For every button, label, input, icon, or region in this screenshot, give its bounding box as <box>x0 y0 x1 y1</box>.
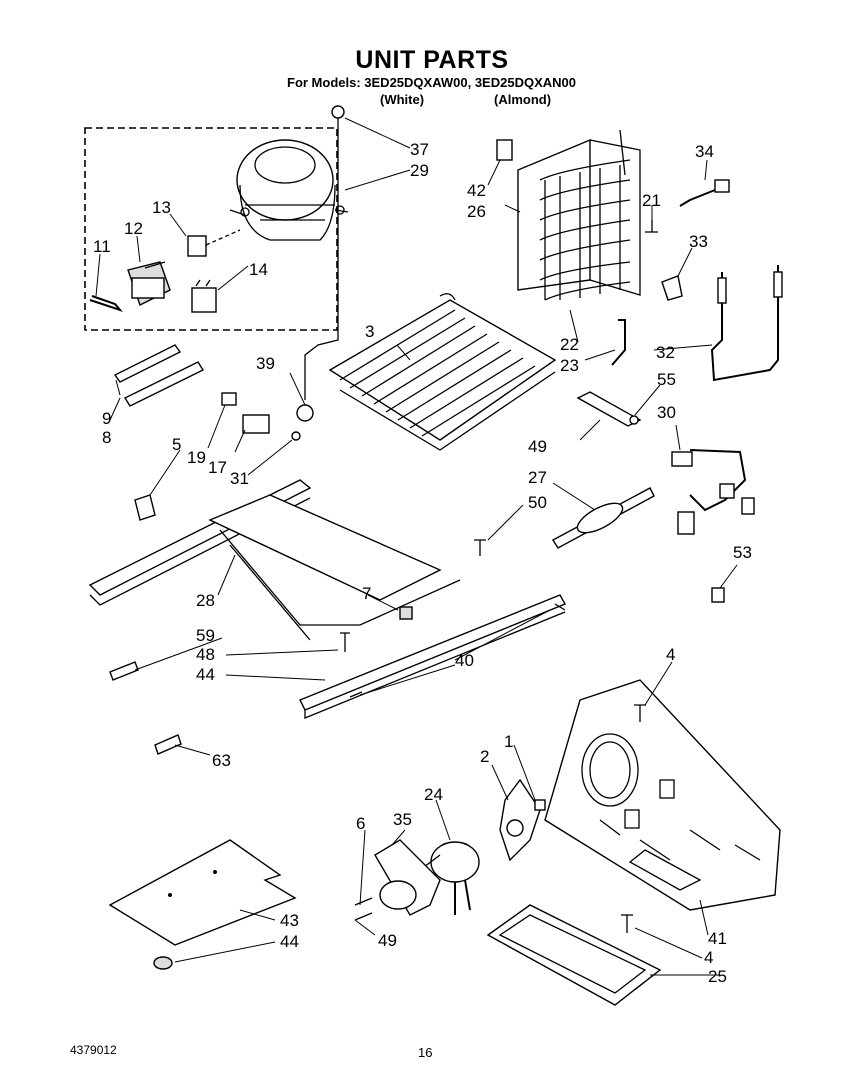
screw-4b <box>621 914 633 933</box>
cover-panel-43 <box>108 839 297 946</box>
callout-59: 59 <box>196 626 215 645</box>
callout-4-bottom: 4 <box>704 948 713 967</box>
callout-30: 28 <box>196 591 215 610</box>
clip <box>89 295 124 313</box>
callout-19: 19 <box>187 448 206 467</box>
bracket-50 <box>576 391 642 427</box>
callout-50: 49 <box>528 437 547 456</box>
callout-32: 35 <box>393 810 412 829</box>
screw-6 <box>354 897 373 921</box>
relay-17 <box>242 414 270 434</box>
condenser <box>517 129 641 301</box>
callout-12: 12 <box>124 219 143 238</box>
document-number: 4379012 <box>70 1043 117 1057</box>
callout-34: 33 <box>689 232 708 251</box>
clip-5 <box>134 494 156 521</box>
callout-37: 37 <box>410 140 429 159</box>
rail-48 <box>299 594 566 719</box>
overload-protector <box>127 261 171 306</box>
screw-53 <box>474 539 486 556</box>
variant-almond: (Almond) <box>494 92 552 107</box>
screw-29 <box>291 431 301 441</box>
callout-40: 40 <box>455 651 474 670</box>
evaporator-coil <box>328 293 557 451</box>
condenser-clip <box>496 139 513 161</box>
callout-25: 25 <box>708 967 727 986</box>
pin-63 <box>154 734 182 755</box>
callout-31: 30 <box>657 403 676 422</box>
fan-blade-2 <box>499 778 541 862</box>
tube-assembly-33 <box>710 265 783 382</box>
clip-7 <box>399 606 413 620</box>
callout-17: 17 <box>208 458 227 477</box>
power-cord-35 <box>679 179 730 207</box>
foot-44 <box>153 956 173 970</box>
tube-9 <box>113 344 182 383</box>
callout-3: 3 <box>365 322 374 341</box>
callout-53: 50 <box>528 493 547 512</box>
callout-11: 11 <box>93 237 111 256</box>
base-frame-30 <box>88 479 461 641</box>
relay-bracket <box>187 235 207 257</box>
callout-41: 41 <box>708 929 727 948</box>
page-title: UNIT PARTS <box>355 46 509 74</box>
clip-1 <box>534 799 546 811</box>
callout-54: 53 <box>733 543 752 562</box>
connector-19 <box>221 392 237 406</box>
compressor <box>229 139 349 241</box>
callout-8: 8 <box>102 428 111 447</box>
process-tube <box>304 112 339 400</box>
callout-13: 13 <box>152 198 171 217</box>
tube-8 <box>123 361 205 407</box>
variant-white: (White) <box>380 92 425 107</box>
leader-lines <box>95 117 738 976</box>
callout-23: 23 <box>560 356 579 375</box>
bracket-34 <box>661 275 683 301</box>
drier-27 <box>552 487 655 549</box>
callout-14: 14 <box>249 260 268 279</box>
callout-2: 2 <box>480 747 489 766</box>
callout-42: 42 <box>467 181 486 200</box>
models-line: For Models: 3ED25DQXAW00, 3ED25DQXAN00 <box>287 75 576 90</box>
callout-55: 55 <box>657 370 676 389</box>
callout-26: 26 <box>467 202 486 221</box>
page-number: 16 <box>418 1045 433 1060</box>
callout-1: 1 <box>504 732 513 751</box>
clip-23 <box>611 319 626 366</box>
callout-21: 21 <box>642 191 661 210</box>
callout-29: 31 <box>230 469 249 488</box>
callout-35: 34 <box>695 142 714 161</box>
fan-bracket-41 <box>544 679 781 911</box>
callout-24: 24 <box>424 785 443 804</box>
grommet-39 <box>296 404 314 422</box>
callout-43: 43 <box>280 911 299 930</box>
callout-9: 9 <box>102 409 111 428</box>
callout-labels: 37 29 13 12 11 14 42 26 34 21 33 3 22 23… <box>93 140 752 986</box>
wire-harness-31 <box>671 449 755 535</box>
motor-mount <box>379 880 417 910</box>
screw-40 <box>349 603 566 698</box>
callout-22: 22 <box>560 335 579 354</box>
callout-49-bottom: 49 <box>378 931 397 950</box>
callout-4-top: 4 <box>666 645 675 664</box>
callout-27: 27 <box>528 468 547 487</box>
pin-59 <box>109 661 139 681</box>
drain-pan-25 <box>486 904 662 1006</box>
callout-49-top: 48 <box>196 645 215 664</box>
callout-6: 6 <box>356 814 365 833</box>
screw-49 <box>340 632 350 652</box>
callout-28: 29 <box>410 161 429 180</box>
callout-39: 39 <box>256 354 275 373</box>
nut-54 <box>711 587 725 603</box>
callout-7: 7 <box>362 584 371 603</box>
callout-48: 44 <box>196 665 215 684</box>
compressor-group-box <box>84 127 338 331</box>
relay <box>191 279 217 313</box>
callout-33: 32 <box>656 343 675 362</box>
callout-63: 63 <box>212 751 231 770</box>
screw-4a <box>634 704 646 722</box>
callout-44: 44 <box>280 932 299 951</box>
callout-5: 5 <box>172 435 181 454</box>
